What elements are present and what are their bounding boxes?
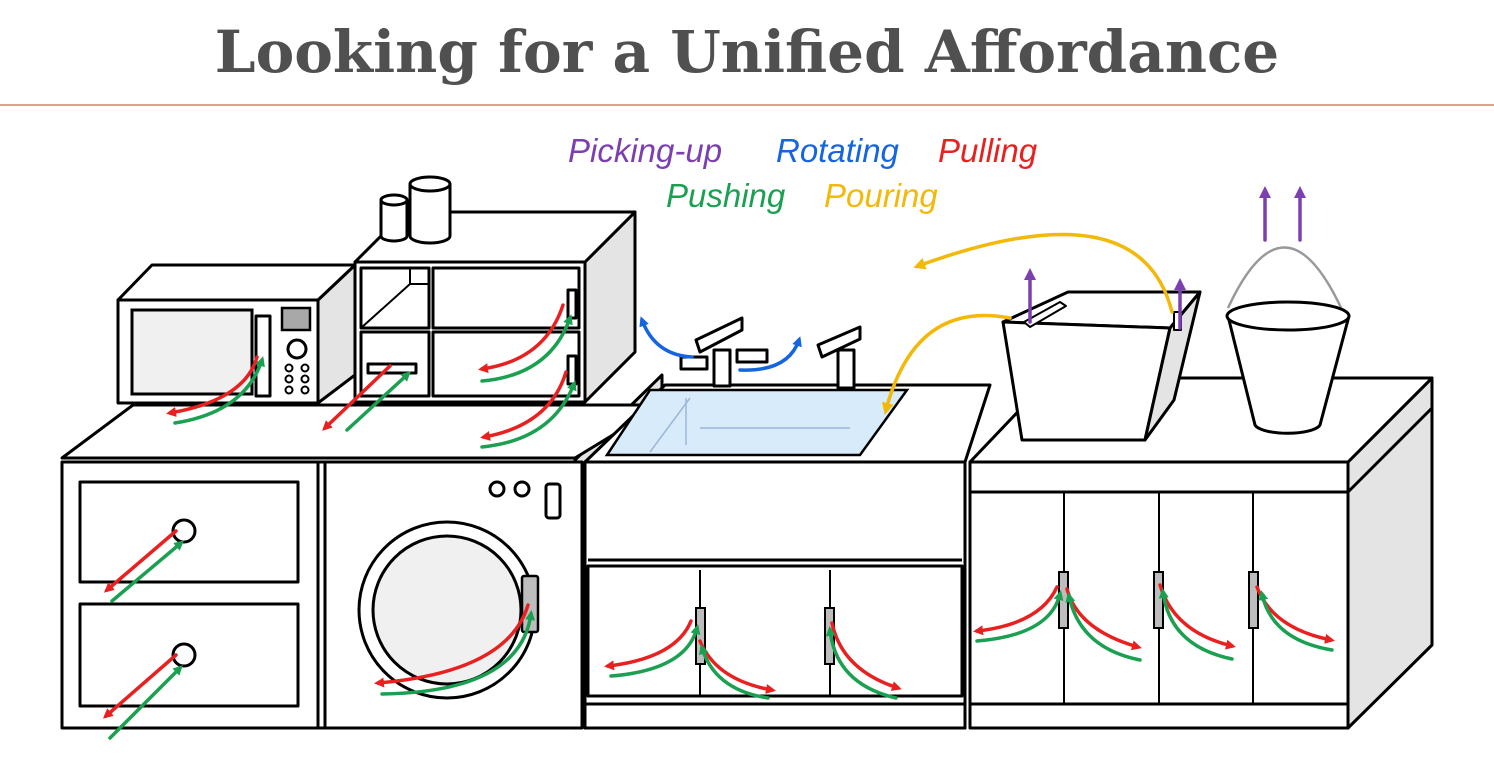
pouring-arrows xyxy=(881,232,1174,415)
drawer-top[interactable] xyxy=(78,480,300,584)
rotate-arrow xyxy=(738,336,802,372)
pull-arrow xyxy=(604,619,693,671)
push-arrow xyxy=(480,380,577,449)
sink-basin[interactable] xyxy=(604,388,910,457)
jars[interactable] xyxy=(379,175,452,245)
push-arrow xyxy=(975,590,1064,643)
bucket[interactable] xyxy=(1225,246,1351,435)
rotate-arrow xyxy=(639,316,694,359)
box-container[interactable] xyxy=(1001,290,1202,442)
drawer-bottom[interactable] xyxy=(78,602,300,708)
microwave[interactable] xyxy=(116,263,357,405)
push-arrow xyxy=(609,624,701,678)
push-arrow xyxy=(110,540,185,603)
legend-pulling: Pulling xyxy=(938,132,1038,169)
legend-picking-up: Picking-up xyxy=(568,132,723,169)
legend-pouring: Pouring xyxy=(824,177,938,214)
push-arrow xyxy=(173,356,265,425)
push-arrow xyxy=(825,626,898,700)
pull-arrow xyxy=(374,603,530,688)
page-title: Looking for a Unified Affordance xyxy=(214,18,1280,86)
push-arrow xyxy=(345,371,411,432)
push-arrow xyxy=(108,665,183,740)
push-arrow xyxy=(480,314,573,383)
faucet[interactable] xyxy=(679,316,862,390)
pour-arrow xyxy=(913,232,1174,314)
legend-pushing: Pushing xyxy=(666,177,786,214)
pull-arrow xyxy=(102,653,178,719)
legend-rotating: Rotating xyxy=(776,132,899,169)
pull-arrow xyxy=(166,355,259,417)
push-arrow xyxy=(699,644,770,700)
pull-arrow xyxy=(973,585,1059,636)
rotating-arrows xyxy=(639,316,802,372)
push-arrow xyxy=(1065,592,1142,662)
push-arrow xyxy=(1158,588,1234,661)
pull-arrow xyxy=(103,529,178,593)
pull-arrow xyxy=(322,364,392,431)
title-divider xyxy=(0,104,1494,106)
pull-arrow xyxy=(478,303,565,374)
picking-up-arrows xyxy=(1024,186,1306,330)
pour-arrow xyxy=(881,313,1012,415)
pushing-arrows xyxy=(108,314,1334,740)
pull-arrow xyxy=(480,370,568,441)
push-arrow xyxy=(1258,590,1334,652)
push-arrow xyxy=(380,610,536,696)
